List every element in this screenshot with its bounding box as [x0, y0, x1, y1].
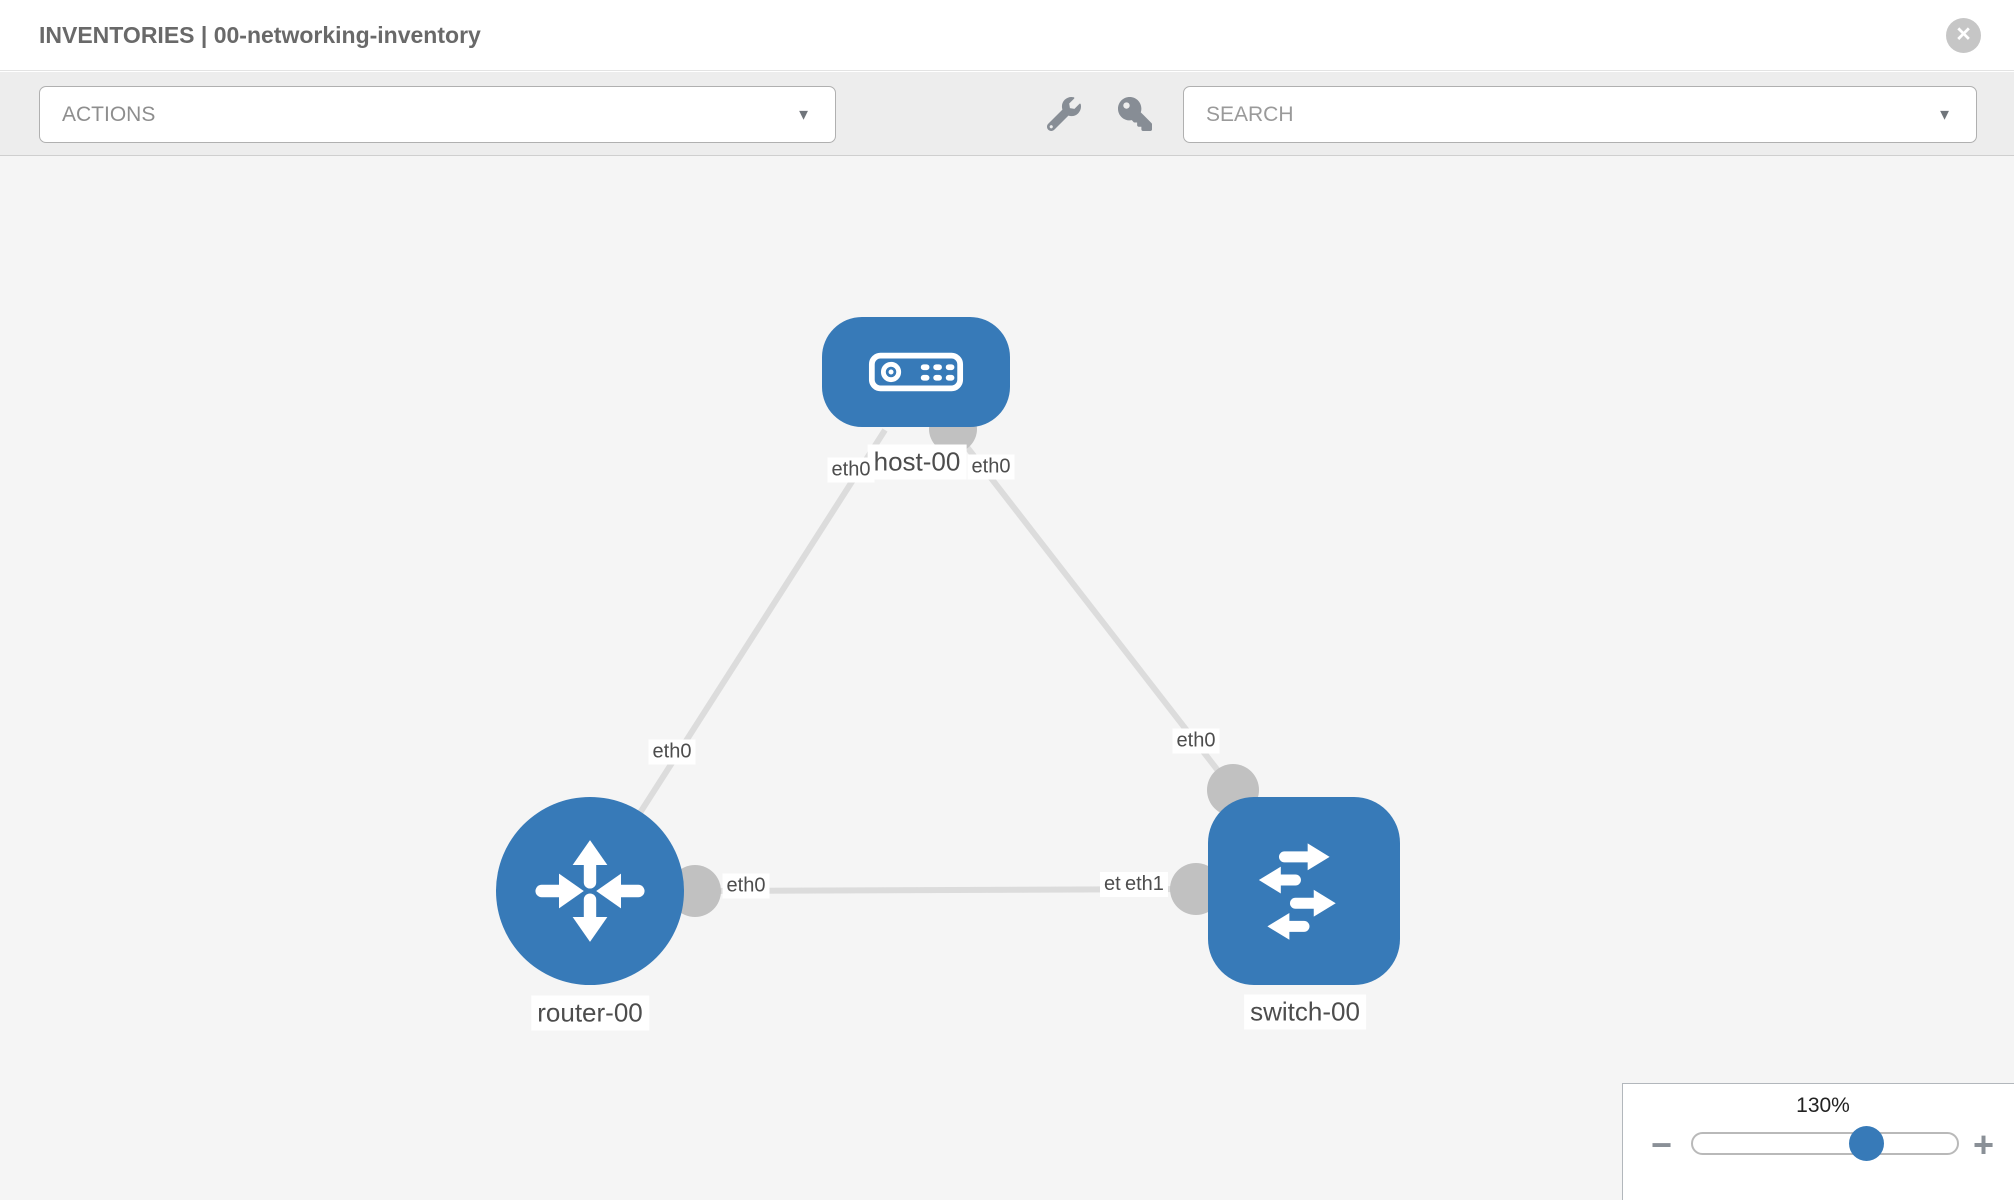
node-host-00[interactable] — [822, 317, 1010, 427]
if-label-host-eth0-left: eth0 — [827, 457, 875, 483]
search-placeholder: SEARCH — [1206, 102, 1294, 126]
if-label-switch-eth0: eth0 — [1172, 728, 1220, 754]
if-label-router-eth0-side: eth0 — [722, 873, 770, 899]
topology-links-layer — [587, 405, 1259, 917]
wrench-icon[interactable] — [1046, 96, 1081, 131]
chevron-down-icon: ▼ — [796, 106, 811, 123]
close-icon[interactable]: × — [1946, 18, 1981, 53]
node-router-00[interactable] — [496, 797, 684, 985]
chevron-down-icon: ▼ — [1937, 106, 1952, 123]
router-icon — [535, 840, 645, 942]
zoom-slider-thumb[interactable] — [1849, 1126, 1884, 1161]
search-dropdown[interactable]: SEARCH ▼ — [1183, 86, 1977, 143]
header: INVENTORIES | 00-networking-inventory × — [0, 0, 2014, 71]
switch-icon — [1258, 843, 1336, 940]
node-switch-00[interactable] — [1208, 797, 1400, 985]
host-icon — [868, 352, 964, 392]
topology-canvas[interactable]: host-00 router-00 switch-00 eth0 eth0 et… — [0, 156, 2014, 1200]
key-icon[interactable] — [1118, 96, 1152, 131]
if-label-switch-eth1: eth1 — [1121, 872, 1168, 897]
actions-dropdown-label: ACTIONS — [62, 102, 156, 126]
toolbar: ACTIONS ▼ SEARCH ▼ — [0, 72, 2014, 156]
zoom-in-button[interactable]: + — [1973, 1124, 1995, 1165]
node-label-router: router-00 — [531, 995, 649, 1031]
zoom-level-value: 130% — [1796, 1094, 1850, 1117]
node-label-switch: switch-00 — [1244, 994, 1366, 1030]
page-title: INVENTORIES | 00-networking-inventory — [39, 21, 481, 48]
if-label-router-eth0-up: eth0 — [648, 739, 696, 765]
zoom-out-button[interactable]: − — [1651, 1124, 1673, 1165]
zoom-slider-track[interactable] — [1691, 1126, 1959, 1161]
node-label-host: host-00 — [867, 444, 967, 480]
if-label-host-eth0-right: eth0 — [967, 454, 1015, 480]
actions-dropdown[interactable]: ACTIONS ▼ — [39, 86, 836, 143]
zoom-control-panel: 130% − + — [1622, 1083, 2014, 1200]
